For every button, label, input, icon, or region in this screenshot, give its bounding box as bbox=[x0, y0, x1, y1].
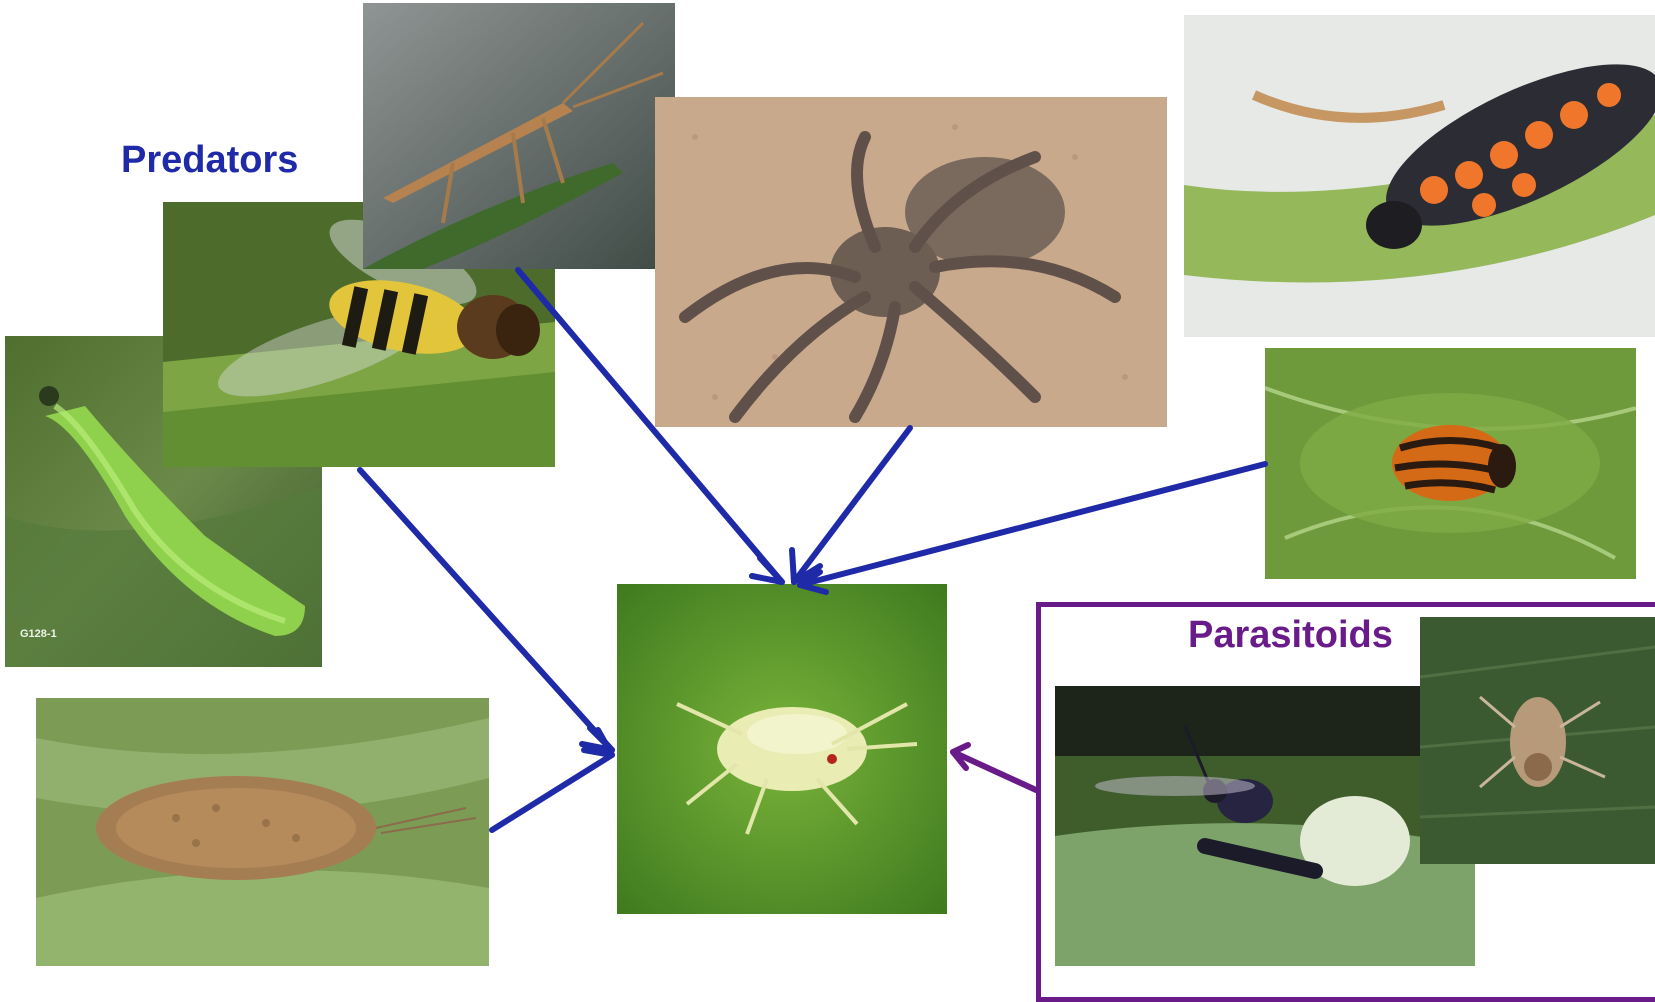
photo-lacewing bbox=[36, 698, 489, 966]
parasitoids-label: Parasitoids bbox=[1188, 614, 1393, 657]
arrow-ladybird-to-aphid bbox=[800, 464, 1265, 585]
photo-wolf-spider bbox=[655, 97, 1167, 427]
arrowhead-top-left bbox=[752, 558, 782, 582]
parasitoid-arrow bbox=[953, 745, 1036, 790]
arrow-spider-to-aphid bbox=[794, 428, 910, 582]
arrowhead-top-right bbox=[792, 550, 820, 582]
arrowhead-parasitoids bbox=[953, 745, 968, 768]
arrowhead-left-lower bbox=[584, 730, 612, 755]
arrow-parasitoids-to-aphid bbox=[953, 752, 1036, 790]
predators-label: Predators bbox=[121, 139, 298, 182]
arrow-lacewing-to-aphid bbox=[492, 755, 612, 830]
arrowhead-left-upper bbox=[582, 728, 612, 750]
photo-code-label: G128-1 bbox=[20, 628, 57, 640]
parasitoids-group-box bbox=[1036, 602, 1655, 1002]
photo-ladybird-beetle bbox=[1265, 348, 1636, 579]
photo-ladybird-larva bbox=[1184, 15, 1655, 337]
photo-assassin-bug bbox=[363, 3, 675, 269]
photo-aphid-prey bbox=[617, 584, 947, 914]
